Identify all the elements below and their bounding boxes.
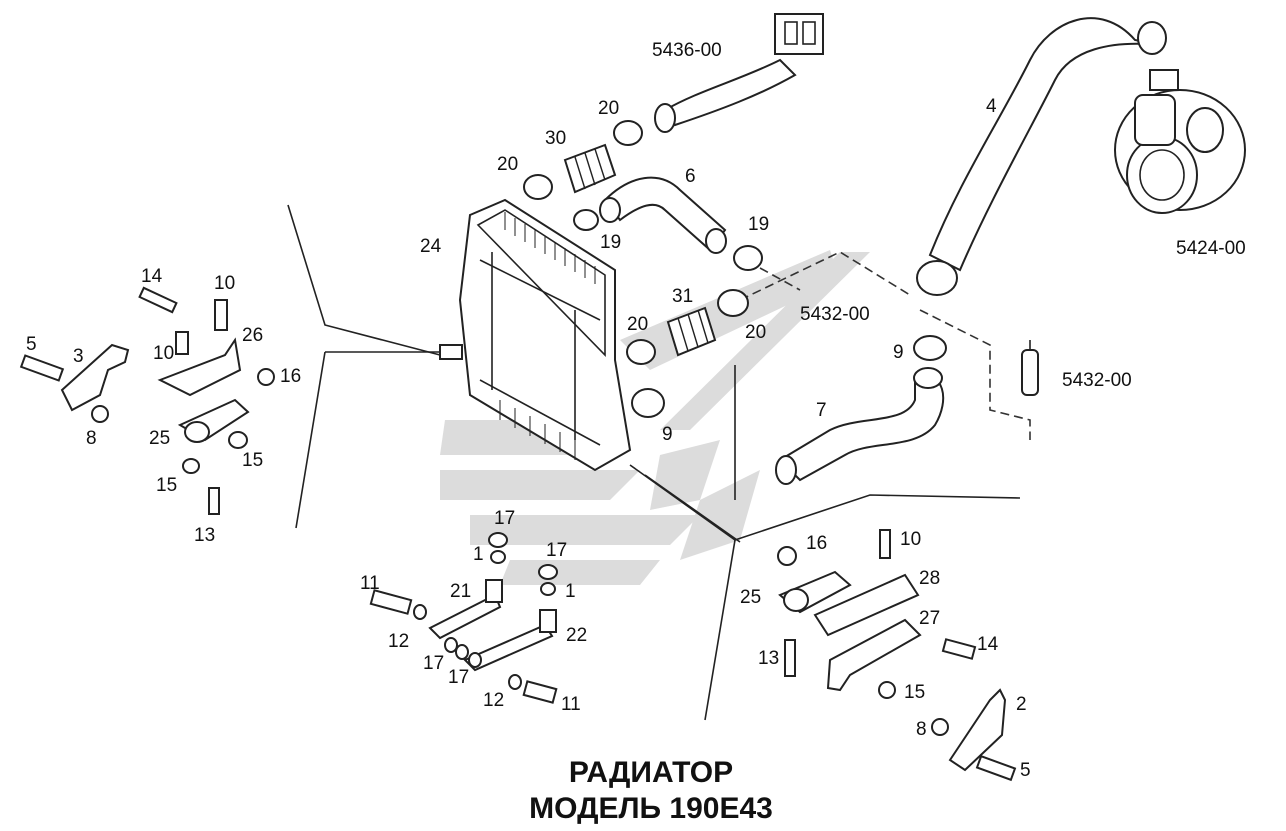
label-20: 20 [627,314,648,335]
reference-codes: 5436-00 5424-00 5432-00 5432-00 [652,40,1246,391]
label-1: 1 [473,544,484,565]
ref-5432-right: 5432-00 [1062,370,1132,391]
label-25: 25 [149,428,170,449]
ref-5424: 5424-00 [1176,238,1246,259]
leader-lines [287,204,1021,721]
label-17: 17 [494,508,515,529]
label-4: 4 [986,96,997,117]
label-28: 28 [919,568,940,589]
label-10: 10 [153,343,174,364]
label-25: 25 [740,587,761,608]
label-13: 13 [194,525,215,546]
label-5: 5 [1020,760,1031,781]
label-1: 1 [565,581,576,602]
label-20: 20 [598,98,619,119]
left-bracket-group [19,286,275,515]
ref-5436: 5436-00 [652,40,722,61]
label-10: 10 [214,273,235,294]
clamps [523,120,947,418]
hose-6 [599,176,727,254]
label-14: 14 [977,634,999,655]
label-14: 14 [141,266,163,287]
label-20: 20 [745,322,766,343]
label-15: 15 [904,682,925,703]
pipe-4 [916,17,1167,296]
boot-30 [563,143,617,194]
label-8: 8 [86,428,97,449]
label-22: 22 [566,625,587,646]
center-link-group [369,532,558,704]
label-12: 12 [388,631,409,652]
boot-31 [666,306,717,357]
label-11: 11 [360,573,380,594]
part-labels: 20 30 20 6 19 19 24 4 31 20 20 9 9 7 14 … [26,96,1031,781]
label-20: 20 [497,154,518,175]
label-9: 9 [662,424,673,445]
right-bracket-group [777,529,1017,782]
label-16: 16 [806,533,827,554]
label-7: 7 [816,400,827,421]
label-3: 3 [73,346,84,367]
label-9: 9 [893,342,904,363]
label-26: 26 [242,325,263,346]
label-17: 17 [546,540,567,561]
label-19: 19 [748,214,769,235]
sensor-5432 [1021,340,1039,396]
label-21: 21 [450,581,471,602]
label-6: 6 [685,166,696,187]
ref-5432-top: 5432-00 [800,304,870,325]
label-17: 17 [448,667,469,688]
label-31: 31 [672,286,693,307]
label-27: 27 [919,608,940,629]
hose-7 [775,367,945,485]
label-12: 12 [483,690,504,711]
label-8: 8 [916,719,927,740]
label-11: 11 [561,694,581,715]
diagram-subtitle: МОДЕЛЬ 190E43 [529,792,773,825]
label-13: 13 [758,648,779,669]
label-24: 24 [420,236,442,257]
label-17: 17 [423,653,444,674]
label-2: 2 [1016,694,1027,715]
label-10: 10 [900,529,921,550]
label-30: 30 [545,128,566,149]
label-15: 15 [156,475,177,496]
label-15: 15 [242,450,263,471]
radiator-core [439,198,632,472]
hose-5436 [654,13,824,133]
dashed-lines [739,251,1031,440]
turbocharger [1114,69,1246,214]
diagram-title: РАДИАТОР [568,756,734,789]
label-19: 19 [600,232,621,253]
label-16: 16 [280,366,301,387]
label-5: 5 [26,334,37,355]
